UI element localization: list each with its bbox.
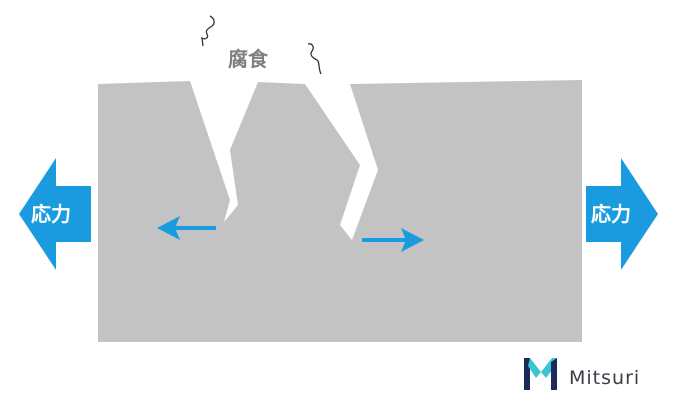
brand-name: Mitsuri	[569, 367, 640, 389]
crack-arrow-left	[157, 216, 216, 240]
brand-logo: Mitsuri	[524, 358, 640, 390]
crack-arrow-right	[362, 228, 424, 252]
stress-arrow-right: 応力	[586, 158, 658, 270]
stress-left-label: 応力	[31, 202, 71, 226]
m-logo-icon	[524, 358, 557, 390]
corrosion-label: 腐食	[228, 47, 269, 71]
stress-right-label: 応力	[591, 202, 631, 226]
corrosion-wisp-right-icon	[307, 43, 322, 75]
corrosion-wisp-left-icon	[201, 15, 215, 47]
metal-block	[98, 80, 582, 342]
stress-arrow-left: 応力	[19, 158, 91, 270]
